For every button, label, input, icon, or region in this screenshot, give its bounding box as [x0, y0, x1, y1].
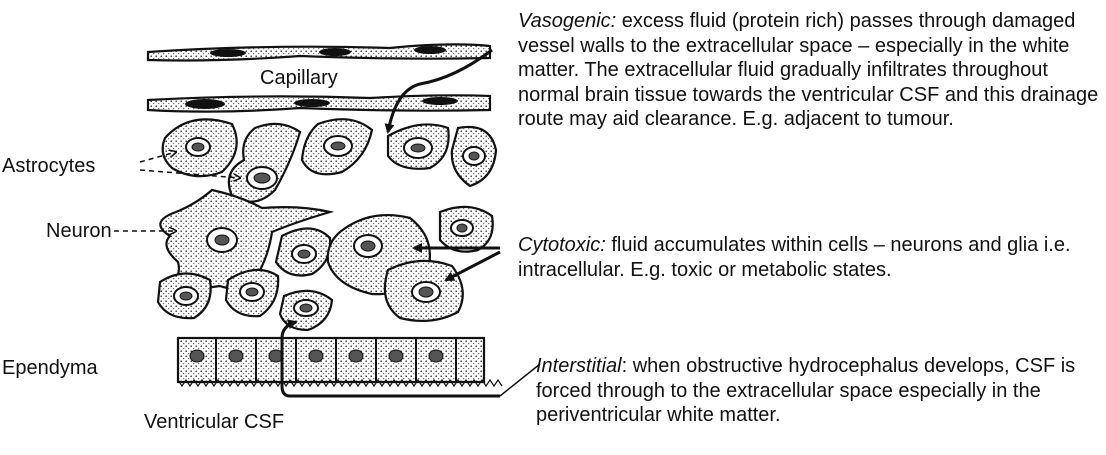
capillary-label: Capillary: [260, 66, 338, 90]
astrocyte-cell: [229, 124, 300, 202]
astrocyte-cell: [302, 119, 372, 174]
vasogenic-arrow: [388, 50, 492, 132]
capillary-wall-lower: [148, 95, 490, 111]
astrocytes-label: Astrocytes: [2, 154, 95, 178]
capillary-wall-upper: [148, 44, 490, 60]
interstitial-description: Interstitial: when obstructive hydroceph…: [536, 354, 1102, 428]
astrocyte-cell: [226, 270, 278, 316]
swollen-cell: [385, 261, 463, 321]
vasogenic-description: Vasogenic: excess fluid (protein rich) p…: [518, 9, 1103, 132]
astrocyte-cell: [158, 273, 211, 318]
cytotoxic-description: Cytotoxic: fluid accumulates within cell…: [518, 233, 1103, 282]
astrocyte-cell: [388, 124, 449, 168]
neuron-label: Neuron: [46, 219, 112, 243]
vasogenic-term: Vasogenic:: [518, 10, 616, 32]
ependyma-layer: [178, 338, 502, 386]
interstitial-leader: [500, 364, 540, 396]
cytotoxic-term: Cytotoxic:: [518, 234, 606, 256]
cytotoxic-arrow: [446, 252, 500, 280]
interstitial-term: Interstitial: [536, 355, 622, 377]
ependyma-label: Ependyma: [2, 356, 98, 380]
ventricular-csf-label: Ventricular CSF: [144, 410, 284, 434]
astrocyte-cell: [163, 119, 237, 176]
astrocyte-cell: [452, 127, 496, 186]
glial-cell: [276, 228, 330, 275]
glial-cell: [440, 207, 493, 252]
